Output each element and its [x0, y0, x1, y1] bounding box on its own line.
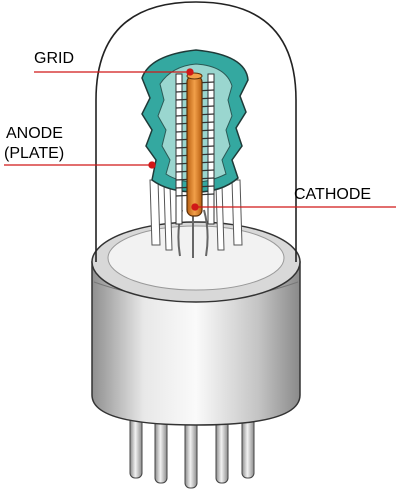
cathode — [186, 72, 203, 217]
cathode-label: CATHODE — [294, 186, 372, 203]
support-leads — [149, 179, 243, 258]
glass-envelope — [95, 1, 297, 262]
grid-label: GRID — [34, 50, 74, 67]
plate-label: (PLATE) — [4, 145, 65, 162]
anode-label: ANODE — [6, 125, 63, 142]
tube-base — [91, 221, 301, 426]
leader-lines — [4, 68, 396, 211]
